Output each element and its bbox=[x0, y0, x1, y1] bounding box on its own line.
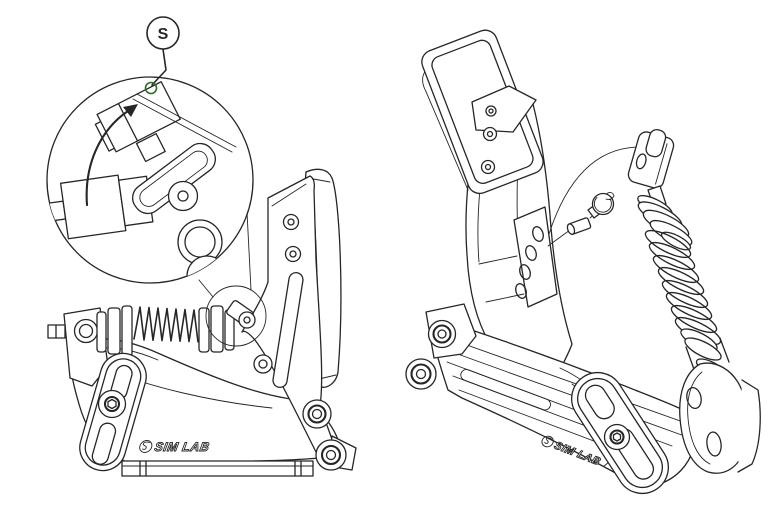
coil-spring-left bbox=[47, 300, 256, 387]
oval-adjuster-right bbox=[571, 371, 669, 495]
detail-magnifier: S bbox=[46, 16, 254, 284]
assembly-leader-arc bbox=[548, 146, 640, 235]
base-slot-right bbox=[460, 369, 551, 411]
logo-swirl-icon bbox=[541, 435, 554, 448]
clevis-pin-explosion bbox=[547, 146, 640, 247]
rotation-arrow-head bbox=[123, 104, 138, 117]
damper-mount-bracket bbox=[679, 362, 761, 474]
rod-end bbox=[587, 191, 615, 219]
adjustment-holes bbox=[515, 226, 544, 299]
rotation-arrow bbox=[85, 109, 130, 207]
front-bushings-right bbox=[405, 303, 477, 390]
pedal-arm-left bbox=[241, 175, 334, 465]
oval-adjuster-left bbox=[79, 352, 147, 472]
right-pedal-assembly: SIM LAB bbox=[405, 29, 761, 495]
s-callout-balloon bbox=[146, 16, 180, 50]
sensor-marker-dot bbox=[144, 81, 158, 95]
left-pedal-assembly: SIM LAB bbox=[47, 168, 357, 477]
logo-text-left: SIM LAB bbox=[153, 440, 210, 454]
spring-coils-left bbox=[133, 306, 199, 343]
s-callout: S bbox=[144, 16, 180, 95]
plate-bracket-right bbox=[471, 85, 537, 175]
pivot-bushings-left bbox=[302, 399, 357, 471]
logo-swirl-icon bbox=[139, 440, 153, 453]
damper-clevis bbox=[627, 129, 675, 189]
detail-source-circle bbox=[205, 285, 267, 347]
damper-preload-rings bbox=[637, 194, 693, 251]
detail-leader-line-2 bbox=[246, 211, 252, 291]
detail-leader-line-1 bbox=[198, 279, 214, 298]
sim-lab-logo-left: SIM LAB bbox=[139, 440, 211, 454]
coil-over-damper bbox=[627, 129, 730, 386]
callout-leader-line bbox=[151, 48, 167, 86]
s-callout-label: S bbox=[158, 26, 169, 43]
base-rail-left bbox=[121, 460, 314, 477]
damper-spring bbox=[644, 229, 722, 346]
